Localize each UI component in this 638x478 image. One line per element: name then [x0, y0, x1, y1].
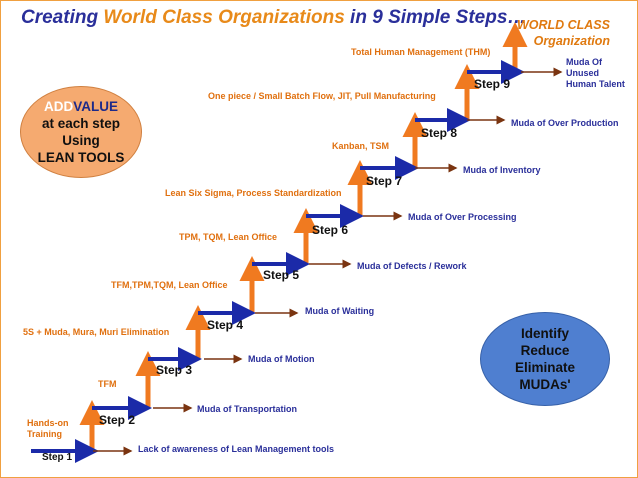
- add-value-line1: ADDVALUE: [44, 98, 118, 115]
- step-4-tool: TFM,TPM,TQM, Lean Office: [111, 280, 228, 290]
- step-5-label: Step 5: [263, 268, 300, 282]
- step-2-tool: TFM: [98, 379, 117, 389]
- add-text: ADD: [43, 99, 74, 114]
- mudas-line3: Eliminate: [514, 360, 576, 375]
- step-1-muda: Lack of awareness of Lean Management too…: [138, 444, 335, 454]
- step-4-muda: Muda of Waiting: [305, 306, 375, 316]
- goal-line2: Organization: [533, 34, 610, 48]
- step-1-label: Step 1: [42, 452, 73, 463]
- step-2-muda: Muda of Transportation: [197, 404, 297, 414]
- add-value-line3: Using: [62, 133, 100, 148]
- step-8-tool: One piece / Small Batch Flow, JIT, Pull …: [208, 91, 436, 101]
- step-8-muda: Muda of Over Production: [511, 118, 619, 128]
- goal-line1: WORLD CLASS: [516, 18, 610, 32]
- step-3-label: Step 3: [156, 363, 193, 377]
- step-3-tool: 5S + Muda, Mura, Muri Elimination: [23, 327, 170, 337]
- title-highlight: World Class Organizations: [103, 7, 345, 28]
- add-value-line2: at each step: [41, 116, 121, 131]
- step-7-muda: Muda of Inventory: [463, 165, 541, 175]
- value-text: VALUE: [73, 99, 118, 114]
- mudas-line4: MUDAs': [519, 377, 571, 392]
- step-4-label: Step 4: [207, 318, 244, 332]
- step-5-tool: TPM, TQM, Lean Office: [179, 232, 278, 242]
- mudas-line1: Identify: [520, 326, 569, 341]
- add-value-line4: LEAN TOOLS: [37, 150, 125, 165]
- step-7-tool: Kanban, TSM: [332, 141, 390, 151]
- step-3-muda: Muda of Motion: [248, 354, 315, 364]
- step-8-label: Step 8: [421, 126, 458, 140]
- mudas-bubble: Identify Reduce Eliminate MUDAs': [480, 312, 610, 406]
- step-1-tool: Hands-on Training: [27, 418, 69, 439]
- add-value-bubble: ADDVALUE at each step Using LEAN TOOLS: [20, 86, 142, 178]
- step-7-label: Step 7: [366, 174, 403, 188]
- step-6-tool: Lean Six Sigma, Process Standardization: [165, 188, 342, 198]
- mudas-line2: Reduce: [520, 343, 570, 358]
- step-6-label: Step 6: [312, 223, 349, 237]
- title-part1: Creating: [21, 7, 104, 28]
- title-part2: in 9 Simple Steps…: [344, 7, 527, 28]
- step-2-label: Step 2: [99, 413, 136, 427]
- page-title: Creating World Class Organizations in 9 …: [21, 7, 526, 29]
- step-5-muda: Muda of Defects / Rework: [357, 261, 467, 271]
- step-9-label: Step 9: [474, 77, 511, 91]
- step-6-muda: Muda of Over Processing: [408, 212, 517, 222]
- step-9-muda: Muda Of Unused Human Talent: [566, 57, 625, 89]
- step-9-tool: Total Human Management (THM): [351, 47, 491, 57]
- goal-label: WORLD CLASS Organization: [506, 17, 610, 49]
